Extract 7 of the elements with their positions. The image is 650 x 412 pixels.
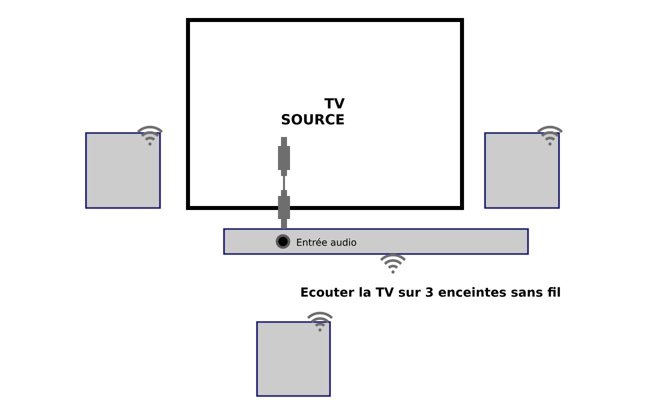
speaker-box bbox=[256, 321, 331, 397]
soundbar: Entrée audio bbox=[223, 228, 529, 255]
tv-screen: TV SOURCE bbox=[186, 18, 464, 210]
audio-cable bbox=[278, 137, 290, 229]
speaker-box bbox=[85, 132, 161, 209]
caption-text: Ecouter la TV sur 3 enceintes sans fil bbox=[301, 287, 560, 297]
speaker-box bbox=[484, 132, 560, 209]
